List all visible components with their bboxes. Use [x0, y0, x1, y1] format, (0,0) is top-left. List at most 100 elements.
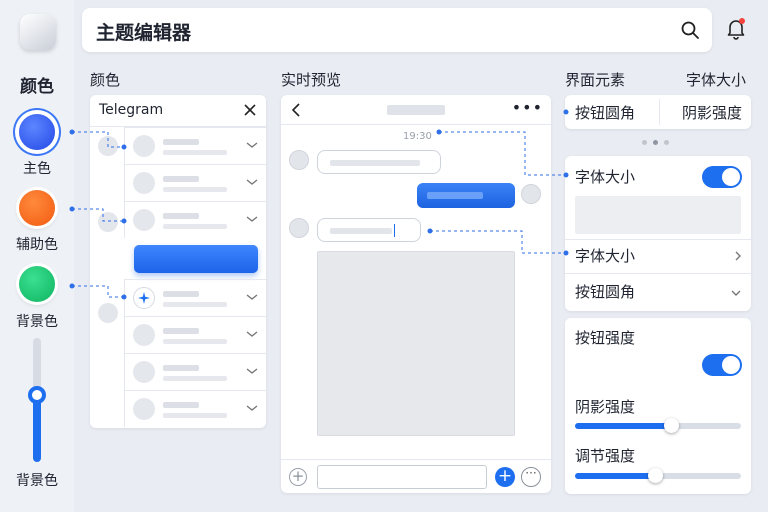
- more-options-icon[interactable]: •••: [511, 98, 543, 117]
- button-strength-toggle[interactable]: [702, 354, 742, 376]
- text-cursor: [394, 224, 395, 237]
- placeholder-text: [163, 328, 199, 334]
- settings-card: 字体大小 字体大小 按钮圆角: [565, 156, 751, 311]
- tab-button-radius[interactable]: 按钮圆角: [565, 95, 659, 129]
- placeholder-avatar: [98, 136, 118, 156]
- app-name-label: Telegram: [99, 102, 164, 118]
- placeholder-text: [163, 291, 199, 297]
- close-icon[interactable]: [242, 102, 258, 118]
- chevron-down-icon[interactable]: [246, 366, 258, 376]
- chevron-down-icon[interactable]: [246, 177, 258, 187]
- preview-panel: ••• 19:30 + + ···: [281, 95, 551, 493]
- placeholder-text: [163, 339, 227, 344]
- setting-label: 按钮强度: [575, 329, 636, 347]
- divider: [565, 239, 751, 240]
- setting-label: 字体大小: [575, 247, 636, 265]
- selected-color-bar[interactable]: [134, 245, 258, 273]
- chevron-down-icon[interactable]: [246, 214, 258, 224]
- slider-fill: [575, 473, 655, 479]
- notification-bell-icon[interactable]: [724, 16, 748, 40]
- font-size-link-row[interactable]: 字体大小: [565, 242, 751, 272]
- list-item[interactable]: [124, 201, 266, 238]
- chevron-down-icon[interactable]: [246, 292, 258, 302]
- adjust-strength-slider[interactable]: [575, 468, 741, 483]
- button-radius-dropdown[interactable]: 按钮圆角: [565, 276, 751, 308]
- background-color-swatch[interactable]: [19, 266, 55, 302]
- secondary-color-label: 辅助色: [16, 237, 58, 253]
- adjust-strength-row: 调节强度: [565, 445, 751, 467]
- shadow-strength-slider[interactable]: [575, 418, 741, 433]
- placeholder-text: [163, 224, 227, 229]
- message-timestamp: 19:30: [403, 131, 432, 142]
- message-input-bar: + + ···: [281, 459, 551, 493]
- chevron-right-icon[interactable]: [733, 251, 743, 261]
- list-item[interactable]: [124, 353, 266, 390]
- add-attachment-icon[interactable]: +: [289, 468, 307, 486]
- avatar: [133, 209, 155, 231]
- slider-fill: [575, 423, 672, 429]
- divider: [565, 273, 751, 274]
- sidebar-heading: 颜色: [20, 77, 54, 97]
- secondary-color-swatch[interactable]: [19, 190, 55, 226]
- primary-color-label: 主色: [23, 161, 51, 177]
- setting-label: 字体大小: [575, 168, 636, 186]
- avatar: [133, 324, 155, 346]
- background-slider-fill: [33, 394, 41, 462]
- chevron-down-icon[interactable]: [731, 288, 741, 298]
- font-size-column-title: 字体大小: [686, 71, 747, 89]
- background-slider[interactable]: [28, 338, 46, 462]
- settings-card: 按钮强度 阴影强度 调节强度: [565, 318, 751, 494]
- divider: [659, 99, 660, 125]
- ui-elements-column-title: 界面元素: [565, 71, 626, 89]
- list-item[interactable]: [124, 164, 266, 201]
- placeholder-text: [163, 150, 227, 155]
- sparkle-icon: [138, 292, 150, 304]
- font-size-toggle[interactable]: [702, 166, 742, 188]
- back-arrow-icon[interactable]: [291, 103, 301, 117]
- button-strength-row: 按钮强度: [565, 327, 751, 349]
- toggle-knob: [722, 168, 740, 186]
- page-title: 主题编辑器: [96, 22, 192, 44]
- list-item[interactable]: [124, 127, 266, 164]
- message-input[interactable]: [317, 465, 487, 489]
- list-item[interactable]: [124, 390, 266, 427]
- placeholder-text: [163, 402, 199, 408]
- color-column-title: 颜色: [90, 71, 121, 89]
- avatar: [289, 218, 309, 238]
- placeholder-text: [330, 228, 392, 234]
- chevron-down-icon[interactable]: [246, 403, 258, 413]
- incoming-message: [317, 218, 421, 242]
- avatar: [133, 361, 155, 383]
- outgoing-message: [417, 183, 515, 208]
- chevron-down-icon[interactable]: [246, 329, 258, 339]
- send-button[interactable]: +: [495, 467, 515, 487]
- sidebar: 颜色 主色 辅助色 背景色 背景色: [0, 0, 74, 512]
- primary-color-swatch[interactable]: [19, 114, 55, 150]
- placeholder-text: [163, 139, 199, 145]
- preview-column-title: 实时预览: [281, 71, 342, 89]
- search-icon[interactable]: [680, 20, 700, 40]
- placeholder-text: [163, 413, 227, 418]
- placeholder-text: [387, 105, 445, 115]
- more-options-icon[interactable]: ···: [521, 467, 541, 487]
- tab-shadow-strength[interactable]: 阴影强度: [660, 95, 751, 129]
- background-slider-knob[interactable]: [28, 386, 46, 404]
- image-placeholder: [317, 251, 515, 436]
- ui-elements-tabs: 按钮圆角 阴影强度: [565, 95, 751, 129]
- placeholder-text: [163, 376, 227, 381]
- setting-label: 阴影强度: [575, 398, 636, 416]
- slider-knob[interactable]: [664, 418, 680, 433]
- app-logo[interactable]: [20, 14, 56, 50]
- chevron-down-icon[interactable]: [246, 140, 258, 150]
- avatar: [133, 135, 155, 157]
- setting-label: 调节强度: [575, 447, 636, 465]
- preview-block: [575, 196, 741, 234]
- slider-knob[interactable]: [647, 468, 663, 483]
- placeholder-avatar: [98, 303, 118, 323]
- placeholder-text: [163, 213, 199, 219]
- pager-dot: [642, 140, 647, 145]
- list-item[interactable]: [124, 279, 266, 316]
- pager-dot: [664, 140, 669, 145]
- placeholder-text: [330, 160, 420, 166]
- list-item[interactable]: [124, 316, 266, 353]
